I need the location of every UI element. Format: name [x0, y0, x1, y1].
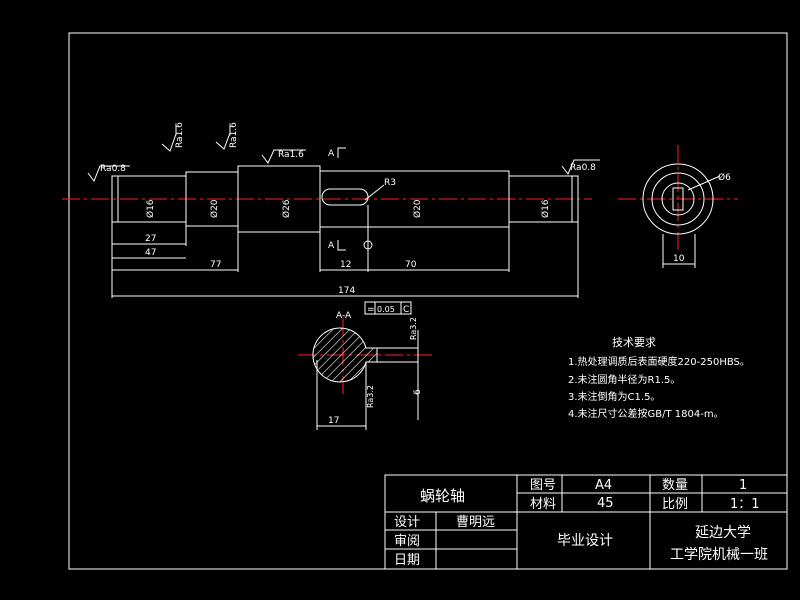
requirement-1: 1.热处理调质后表面硬度220-250HBS。	[568, 355, 750, 368]
section-mark-top: A	[328, 149, 335, 159]
svg-text:C: C	[403, 305, 409, 315]
review-label: 审阅	[394, 534, 420, 549]
dia-label-4: Ø20	[412, 199, 423, 218]
section-hatch	[312, 327, 378, 383]
requirement-2: 2.未注圆角半径为R1.5。	[568, 373, 680, 386]
section-roughness-l: Ra3.2	[366, 385, 375, 408]
dia-label-5: Ø16	[540, 199, 551, 218]
project-name: 毕业设计	[557, 533, 613, 549]
part-name: 蜗轮轴	[420, 487, 465, 505]
roughness-left: Ra0.8	[100, 164, 126, 174]
roughness-right: Ra0.8	[570, 163, 596, 173]
dimension-lines: 27 47 77 12 70 174	[111, 205, 579, 298]
school-line1: 延边大学	[695, 525, 751, 541]
designer-name: 曹明远	[456, 515, 495, 530]
svg-text:=: =	[367, 305, 375, 315]
roughness-shoulder2: Ra1.6	[229, 122, 239, 148]
keyway-slot	[321, 188, 369, 206]
requirements-title: 技术要求	[612, 336, 656, 349]
dia-label-3: Ø26	[281, 199, 292, 218]
dim-12: 12	[340, 260, 351, 270]
dim-77: 77	[210, 260, 221, 270]
svg-text:0.05: 0.05	[377, 305, 395, 314]
section-label: A-A	[336, 311, 352, 321]
scale-label: 比例	[662, 497, 688, 512]
section-width: 17	[328, 416, 339, 426]
roughness-symbols: Ra0.8 Ra1.6 Ra1.6 Ra1.6 Ra0.8	[87, 122, 600, 183]
material-label: 材料	[530, 497, 556, 512]
section-roughness-r: Ra3.2	[409, 317, 418, 340]
section-markers: A A R3	[328, 147, 396, 251]
requirement-3: 3.未注倒角为C1.5。	[568, 390, 660, 403]
dia-label-1: Ø16	[145, 199, 156, 218]
drawing-no-label: 图号	[530, 478, 556, 493]
scale-value: 1：1	[730, 497, 760, 512]
diameter-labels: Ø16 Ø20 Ø26 Ø20 Ø16	[145, 199, 551, 218]
dim-27: 27	[145, 234, 156, 244]
end-view-width: 10	[673, 254, 685, 264]
keyway-radius: R3	[384, 178, 396, 188]
date-label: 日期	[394, 553, 420, 568]
section-depth: 6	[413, 389, 423, 395]
end-view-dia: Ø6	[718, 172, 731, 183]
section-mark-bottom: A	[328, 241, 335, 251]
dia-label-2: Ø20	[209, 199, 220, 218]
title-block: 蜗轮轴 图号 A4 数量 1 材料 45 比例 1：1 设计 曹明远 审阅 日期…	[384, 474, 788, 570]
roughness-mid: Ra1.6	[278, 150, 304, 160]
dim-47: 47	[145, 248, 156, 258]
dim-70: 70	[405, 260, 417, 270]
school-line2: 工学院机械一班	[670, 547, 768, 563]
tolerance-frame: = 0.05 C	[364, 301, 412, 315]
shaft-main-view	[62, 165, 592, 233]
requirement-4: 4.未注尺寸公差按GB/T 1804-m。	[568, 407, 724, 420]
technical-requirements: 技术要求 1.热处理调质后表面硬度220-250HBS。 2.未注圆角半径为R1…	[568, 336, 750, 420]
drawing-no-value: A4	[595, 478, 612, 493]
dim-174: 174	[338, 286, 355, 296]
quantity-label: 数量	[662, 478, 688, 493]
section-view: A-A = 0.05 C 17 Ra3.2 Ra3.2 6	[298, 301, 435, 430]
design-label: 设计	[394, 515, 420, 530]
material-value: 45	[597, 496, 614, 511]
quantity-value: 1	[739, 478, 747, 493]
roughness-shoulder1: Ra1.6	[175, 122, 185, 148]
end-view: Ø6 10	[618, 145, 738, 268]
